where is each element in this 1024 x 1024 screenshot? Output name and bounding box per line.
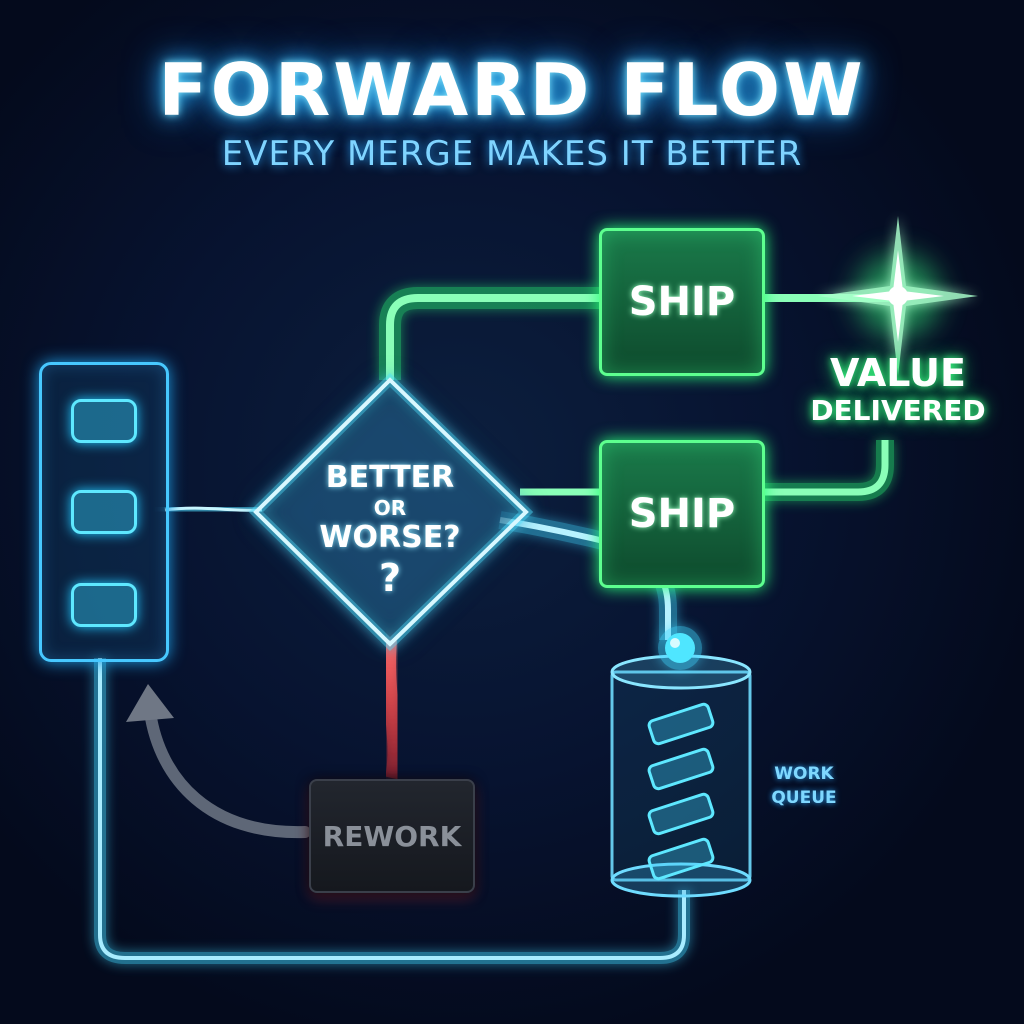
- work-queue-label: WORK QUEUE: [764, 762, 844, 810]
- decision-question-mark: ?: [378, 556, 402, 600]
- backlog-container: [39, 362, 169, 662]
- queue-line-1: WORK: [774, 764, 834, 784]
- ship-box-bottom: SHIP: [599, 440, 765, 588]
- wire-ship-bottom-to-value: [760, 440, 894, 501]
- value-delivered-label: VALUE DELIVERED: [808, 352, 988, 428]
- work-queue-cylinder: [610, 654, 752, 898]
- page-subtitle: EVERY MERGE MAKES IT BETTER: [221, 134, 803, 174]
- curved-arrow-icon: [126, 684, 311, 839]
- backlog-slot: [71, 583, 137, 627]
- decision-diamond: [248, 373, 534, 651]
- rework-box: REWORK: [309, 779, 475, 893]
- queue-line-2: QUEUE: [771, 788, 837, 808]
- wire-to-rework: [381, 639, 402, 780]
- wire-to-ship-top: [379, 287, 600, 380]
- page-title: FORWARD FLOW: [158, 48, 866, 132]
- decision-line-1: BETTER: [325, 460, 455, 495]
- decision-line-2: OR: [373, 496, 407, 520]
- backlog-slot: [71, 399, 137, 443]
- backlog-slot: [71, 490, 137, 534]
- starburst-icon: [818, 216, 978, 376]
- ticket-icon: [647, 702, 715, 881]
- value-line-2: DELIVERED: [810, 394, 986, 427]
- orb-icon: [658, 626, 702, 670]
- decision-label: BETTER OR WORSE? ?: [290, 460, 490, 600]
- ship-box-top: SHIP: [599, 228, 765, 376]
- value-line-1: VALUE: [830, 351, 966, 395]
- decision-line-3: WORSE?: [319, 520, 461, 555]
